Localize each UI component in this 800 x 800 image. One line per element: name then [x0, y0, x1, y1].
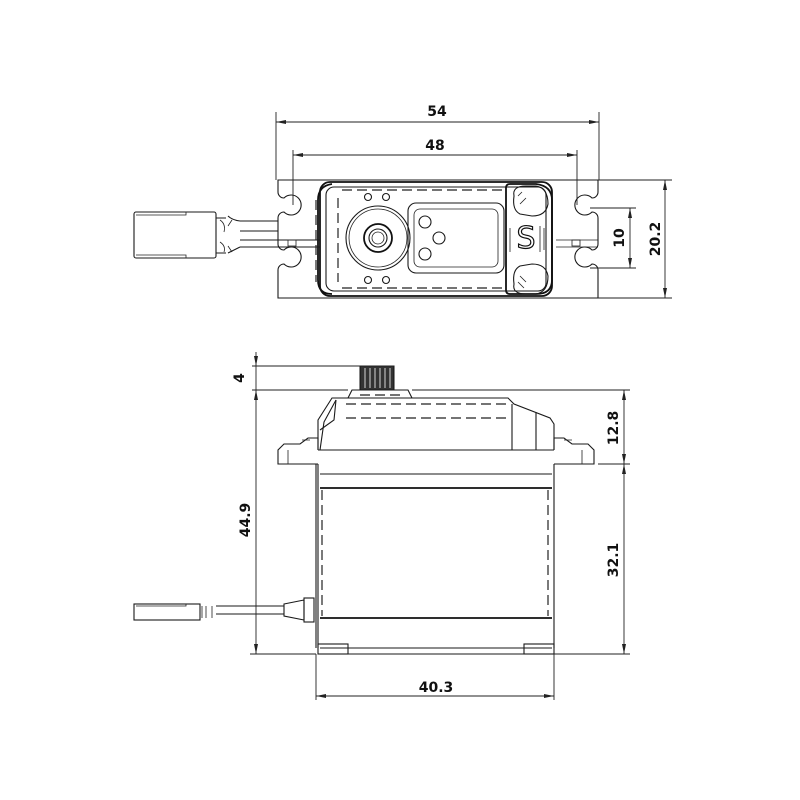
top-panel [407, 202, 505, 274]
dimension-20-2: 20.2 [598, 179, 672, 299]
dimension-label-44-9: 44.9 [238, 503, 254, 538]
dimension-label-12-8: 12.8 [606, 411, 622, 446]
dimension-label-20-2: 20.2 [648, 222, 664, 257]
side-view: 4 12.8 44.9 32.1 [133, 352, 630, 700]
dimension-54: 54 [275, 104, 600, 180]
right-mount-flange [553, 437, 595, 465]
dimension-label-40-3: 40.3 [419, 680, 454, 696]
dimension-label-4: 4 [232, 373, 248, 383]
dimension-12-8: 12.8 [412, 389, 630, 465]
dimension-44-9: 44.9 [238, 404, 316, 655]
top-wire-lead [227, 215, 598, 254]
dimension-10: 10 [590, 207, 636, 269]
dimension-48: 48 [292, 138, 578, 205]
top-housing [317, 397, 555, 451]
output-shaft [345, 192, 411, 285]
dimension-label-48: 48 [425, 138, 444, 154]
top-connector [133, 211, 226, 259]
right-section: S [505, 183, 553, 295]
dimension-label-10: 10 [612, 228, 628, 248]
top-view: S 54 [133, 104, 672, 299]
left-mount-flange [277, 437, 319, 465]
dimension-32-1: 32.1 [554, 464, 630, 655]
dimension-40-3: 40.3 [315, 654, 555, 700]
side-wire-lead [133, 597, 315, 623]
logo-glyph: S [516, 221, 535, 256]
output-spline [347, 365, 413, 399]
main-case [315, 464, 555, 655]
dimension-label-32-1: 32.1 [606, 543, 622, 578]
dimension-label-54: 54 [427, 104, 447, 120]
dimension-4: 4 [232, 352, 394, 404]
